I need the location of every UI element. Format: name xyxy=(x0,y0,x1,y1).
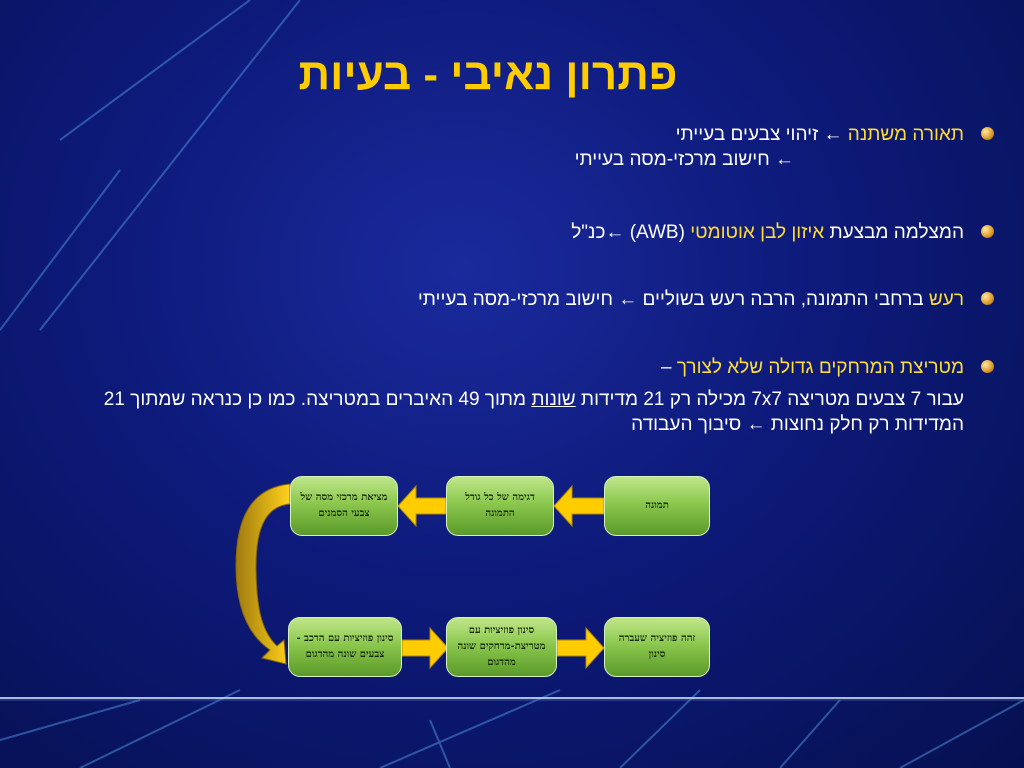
bullet-item: רעש ברחבי התמונה, הרבה רעש בשוליים ← חיש… xyxy=(84,287,994,312)
bullet-text: מתוך 49 האיברים במטריצה. כמו כן כנראה שמ… xyxy=(103,389,964,435)
highlight-text: רעש xyxy=(928,289,964,310)
bullet-text: – xyxy=(660,357,677,378)
bullet-paragraph: עבור 7 צבעים מטריצה 7x7 מכילה רק 21 מדיד… xyxy=(84,387,964,437)
highlight-text: תאורה משתנה xyxy=(847,124,964,145)
flow-box-sampling: דגימה של כל גודל התמונה xyxy=(446,476,554,536)
arrow-curve-down xyxy=(235,483,291,665)
bullet-text: ברחבי התמונה, הרבה רעש בשוליים ← חישוב מ… xyxy=(417,289,929,310)
bullet-line: ← חישוב מרכזי-מסה בעייתי xyxy=(84,147,964,172)
bullet-text: (AWB) ←כנ"ל xyxy=(571,222,691,243)
flow-box-image: תמונה xyxy=(604,476,710,536)
bullet-text: המצלמה מבצעת xyxy=(824,222,964,243)
arrow-left xyxy=(553,484,605,528)
flow-box-distance-filter: סינון פוזיציות עם מטריצת-מרחקים שונה מהד… xyxy=(446,617,557,677)
bullet-item: המצלמה מבצעת איזון לבן אוטומטי (AWB) ←כנ… xyxy=(84,220,994,245)
bullet-icon xyxy=(981,292,994,305)
bullet-item: תאורה משתנה ← זיהוי צבעים בעייתי ← חישוב… xyxy=(84,122,994,172)
arrow-right xyxy=(556,626,605,670)
bullet-item: מטריצת המרחקים גדולה שלא לצורך – עבור 7 … xyxy=(84,355,994,437)
slide-title: פתרון נאיבי - בעיות xyxy=(298,50,678,99)
highlight-text: מטריצת המרחקים גדולה שלא לצורך xyxy=(676,357,964,378)
bullet-text: ← זיהוי צבעים בעייתי xyxy=(675,124,848,145)
bullet-line: תאורה משתנה ← זיהוי צבעים בעייתי xyxy=(84,122,964,147)
bullet-text: עבור 7 צבעים מטריצה 7x7 מכילה רק 21 מדיד… xyxy=(575,389,964,410)
flow-box-color-filter: סינון פוזיציות עם הרכב -צבעים שונה מהדגו… xyxy=(288,617,402,677)
bullet-icon xyxy=(981,127,994,140)
flow-box-identify-position: זהה פוזיציה שעברה סינון xyxy=(604,617,710,677)
underlined-text: שונות xyxy=(531,389,576,410)
bullet-text: ← חישוב מרכזי-מסה בעייתי xyxy=(574,149,794,170)
bullet-icon xyxy=(981,225,994,238)
bullet-icon xyxy=(981,360,994,373)
flow-box-center-of-mass: מציאת מרכזי מסה של צבעי הסמנים xyxy=(290,476,398,536)
arrow-right xyxy=(401,626,449,670)
highlight-text: איזון לבן אוטומטי xyxy=(690,222,825,243)
arrow-left xyxy=(397,484,447,528)
bullet-line: מטריצת המרחקים גדולה שלא לצורך – xyxy=(84,355,964,380)
